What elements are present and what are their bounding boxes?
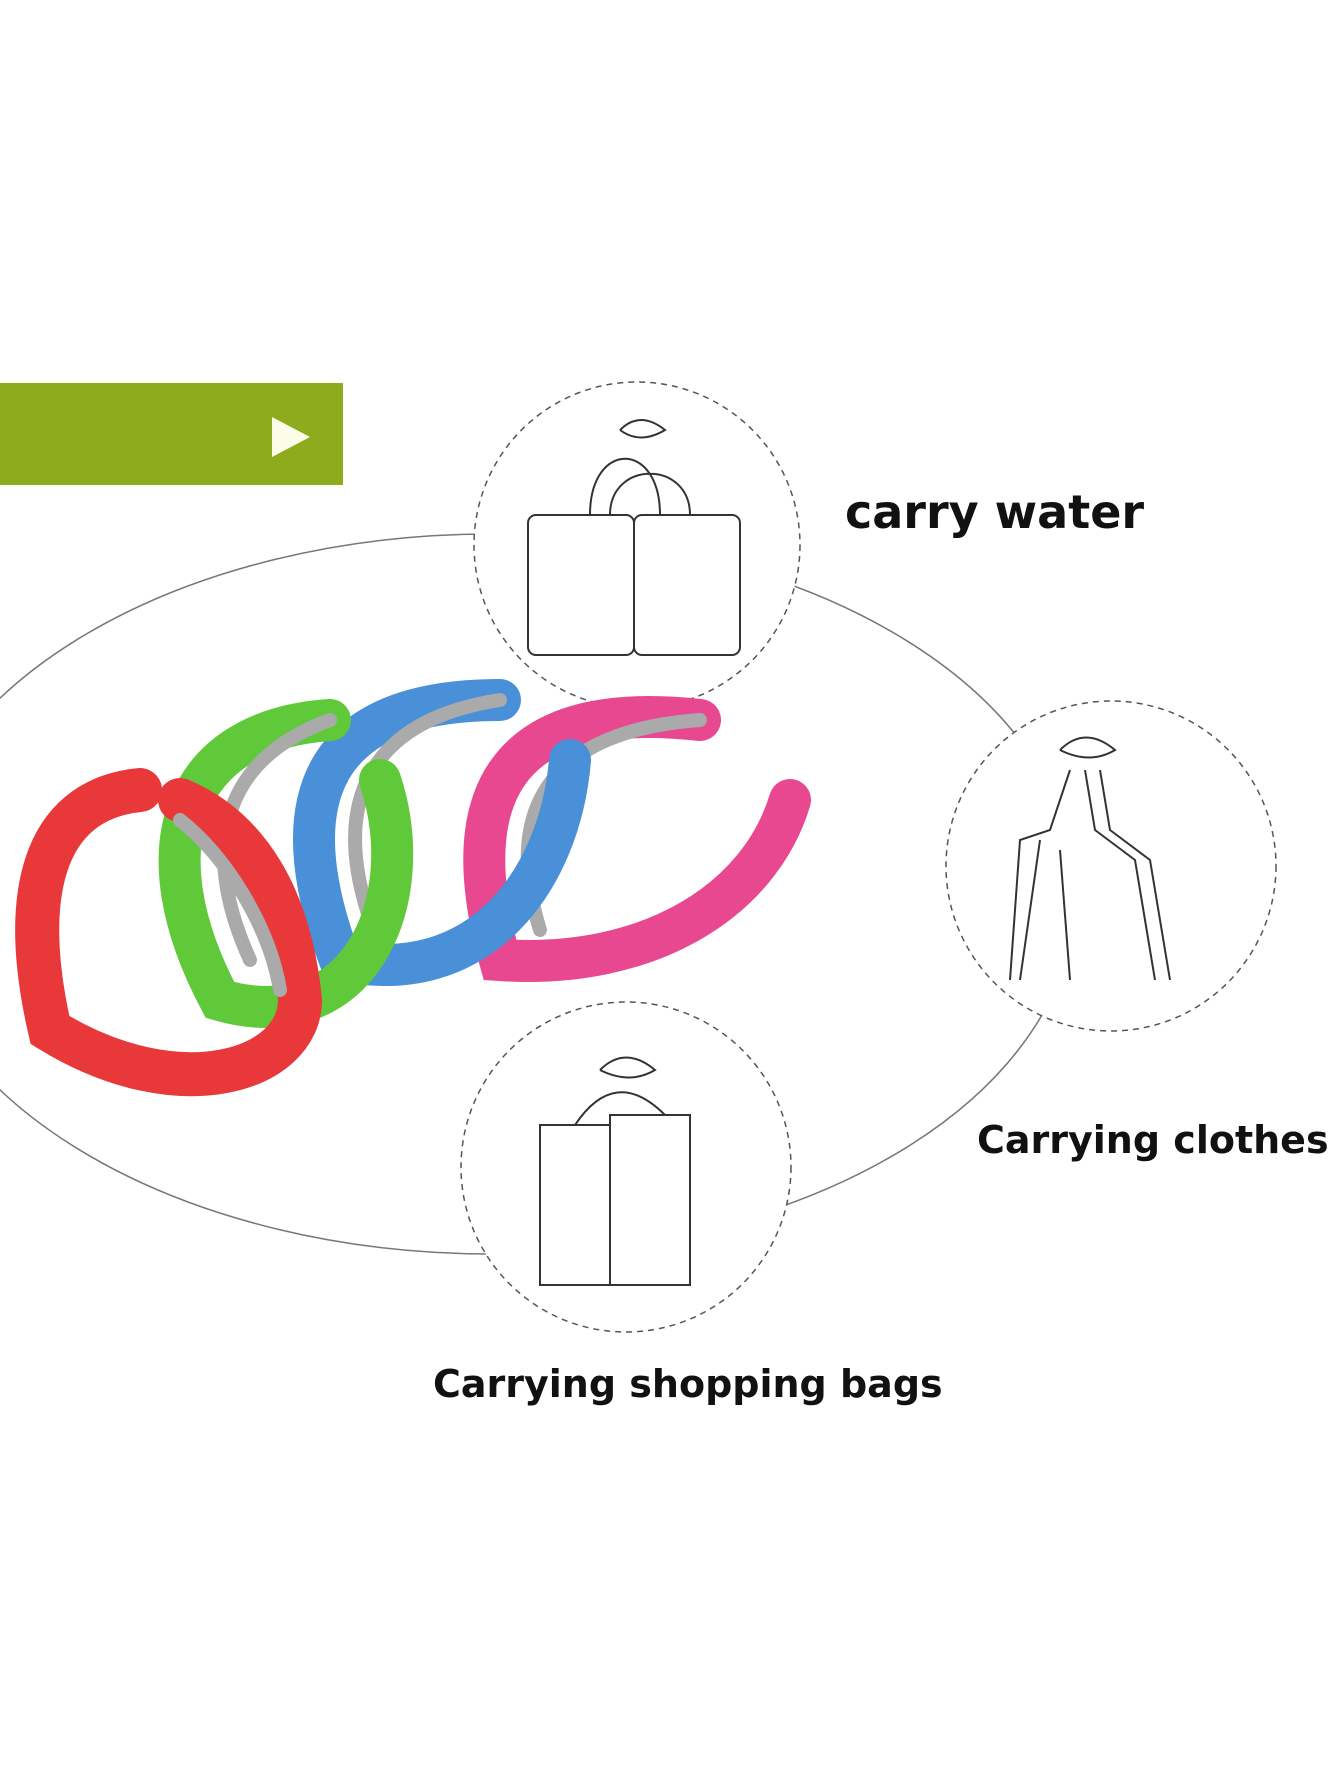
play-triangle-icon bbox=[272, 417, 310, 457]
label-carrying-shopping-bags: Carrying shopping bags bbox=[433, 1362, 943, 1406]
handle-red bbox=[15, 768, 323, 1097]
bags-circle bbox=[460, 1001, 792, 1333]
clothes-circle bbox=[945, 700, 1277, 1032]
label-carry-water: carry water bbox=[845, 485, 1145, 539]
clothes-icon bbox=[1009, 736, 1171, 981]
green-banner bbox=[0, 383, 343, 485]
label-carrying-clothes: Carrying clothes bbox=[977, 1118, 1329, 1162]
water-circle bbox=[473, 381, 801, 709]
water-icon bbox=[527, 419, 741, 656]
bags-icon bbox=[539, 1056, 691, 1286]
